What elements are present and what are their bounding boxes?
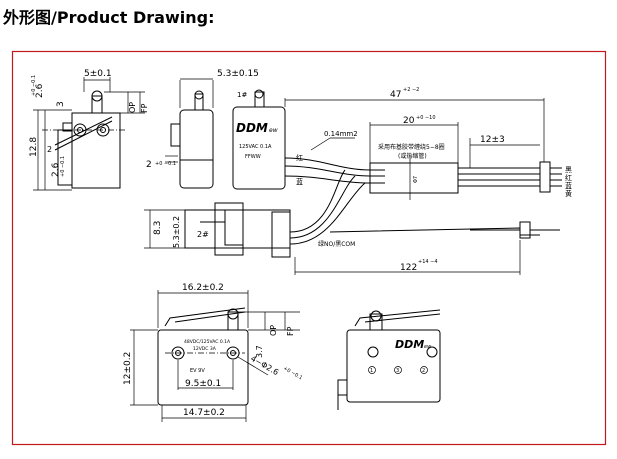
wire-red-2: 红 <box>565 173 572 182</box>
dim-mid-tol: +0 −10 <box>416 115 436 121</box>
dim-length: 122 <box>400 263 417 273</box>
terminal-1: 1 <box>370 368 373 374</box>
dim-h2: 3 <box>56 101 66 107</box>
marks: EV 9V <box>190 368 205 374</box>
wire-blue: 蓝 <box>296 177 303 186</box>
tube-note: 采用布基胶带缠绕5−8圈 <box>378 143 445 151</box>
rating-2: 12VDC 3A <box>193 346 217 352</box>
side-body <box>179 109 214 189</box>
dim-small: 2 <box>146 160 152 170</box>
dim-small: 3.7 <box>255 345 264 358</box>
drawing-frame <box>11 50 607 446</box>
rating: 125VAC 0.1A <box>239 144 272 150</box>
dim-small-tol: +0 −0.1 <box>155 161 176 167</box>
wire-tube <box>369 162 459 194</box>
rating-1: 48VDC/125VAC 0.1A <box>184 339 231 345</box>
dim-total-tol: +2 −2 <box>403 87 419 93</box>
pin-label-2: 2# <box>197 230 209 239</box>
dim-length-tol: +14 −4 <box>418 259 438 265</box>
dim-tube: Φ7 <box>413 176 419 183</box>
wire-red: 红 <box>296 153 303 162</box>
top-mid-view: 5.3±0.15 2 +0 −0.1 <box>146 69 259 189</box>
dim-end: 12±3 <box>480 135 505 145</box>
dim-a: 8.3 <box>153 221 163 235</box>
terminal-2: 2 <box>422 368 425 374</box>
brand-logo: DDM <box>236 121 268 135</box>
tube-note-2: (或热缩管) <box>398 152 427 160</box>
wire-label: 绿NO/黑COM <box>318 240 355 248</box>
brand-suffix: ew <box>269 127 278 134</box>
dim-hole-pitch: 9.5±0.1 <box>185 379 221 389</box>
dim-width: 5.3±0.15 <box>217 69 259 79</box>
dim-base: 14.7±0.2 <box>183 408 225 418</box>
dim-width: 5±0.1 <box>84 69 112 79</box>
top-left-view: 5±0.1 12.8 2.6 +0 −0.1 3 2.6 +0 −0.1 2 O… <box>29 69 149 191</box>
dim-width: 16.2±0.2 <box>182 283 224 293</box>
dim-height: 12±0.2 <box>123 352 133 385</box>
dim-h4-tol: +0 −0.1 <box>60 156 66 177</box>
wire-blue-2: 蓝 <box>565 181 572 190</box>
label-fp: FP <box>286 326 295 336</box>
brand-suffix: ew <box>424 344 432 350</box>
dim-total: 47 <box>390 90 401 100</box>
side-view: 2# 绿NO/黑COM 8.3 5.3±0.2 122 +14 −4 <box>144 169 560 275</box>
top-right-view: 1# DDM ew 125VAC 0.1A FFWW Φ7 黑 红 蓝 黄 红 … <box>232 87 572 200</box>
dim-h1-tol: +0 −0.1 <box>31 75 37 96</box>
label-op: OP <box>269 325 278 336</box>
side-body-2 <box>184 209 291 249</box>
wire-black: 黑 <box>565 166 572 174</box>
bottom-left-view: 48VDC/125VAC 0.1A 12VDC 3A EV 9V 16.2±0.… <box>123 283 303 422</box>
dim-hole: 4−Φ2.6 <box>249 354 280 377</box>
dim-hole-tol: +0 −0.1 <box>282 366 303 382</box>
wire-yellow: 黄 <box>565 189 572 198</box>
brand-logo: DDM <box>395 338 424 351</box>
bottom-right-view: DDM ew 1 3 2 <box>337 309 441 410</box>
terminal-3: 3 <box>396 368 399 374</box>
base-body-right <box>346 329 441 403</box>
dim-b: 5.3±0.2 <box>172 216 181 248</box>
dim-mid: 20 <box>403 116 415 126</box>
connector <box>539 161 551 193</box>
wire-spec: 0.14mm2 <box>324 130 358 138</box>
label-fp: FP <box>140 103 149 113</box>
page-heading: 外形图/Product Drawing: <box>3 8 215 27</box>
dim-h1: 2.6 <box>35 83 45 98</box>
dim-h4: 2.6 <box>51 162 61 177</box>
base-body <box>157 329 249 406</box>
marks: FFWW <box>245 154 261 160</box>
dim-angle: 2 <box>47 145 52 154</box>
pin-label-1: 1# <box>237 91 247 99</box>
dim-height: 12.8 <box>29 137 39 157</box>
label-op: OP <box>128 102 137 113</box>
